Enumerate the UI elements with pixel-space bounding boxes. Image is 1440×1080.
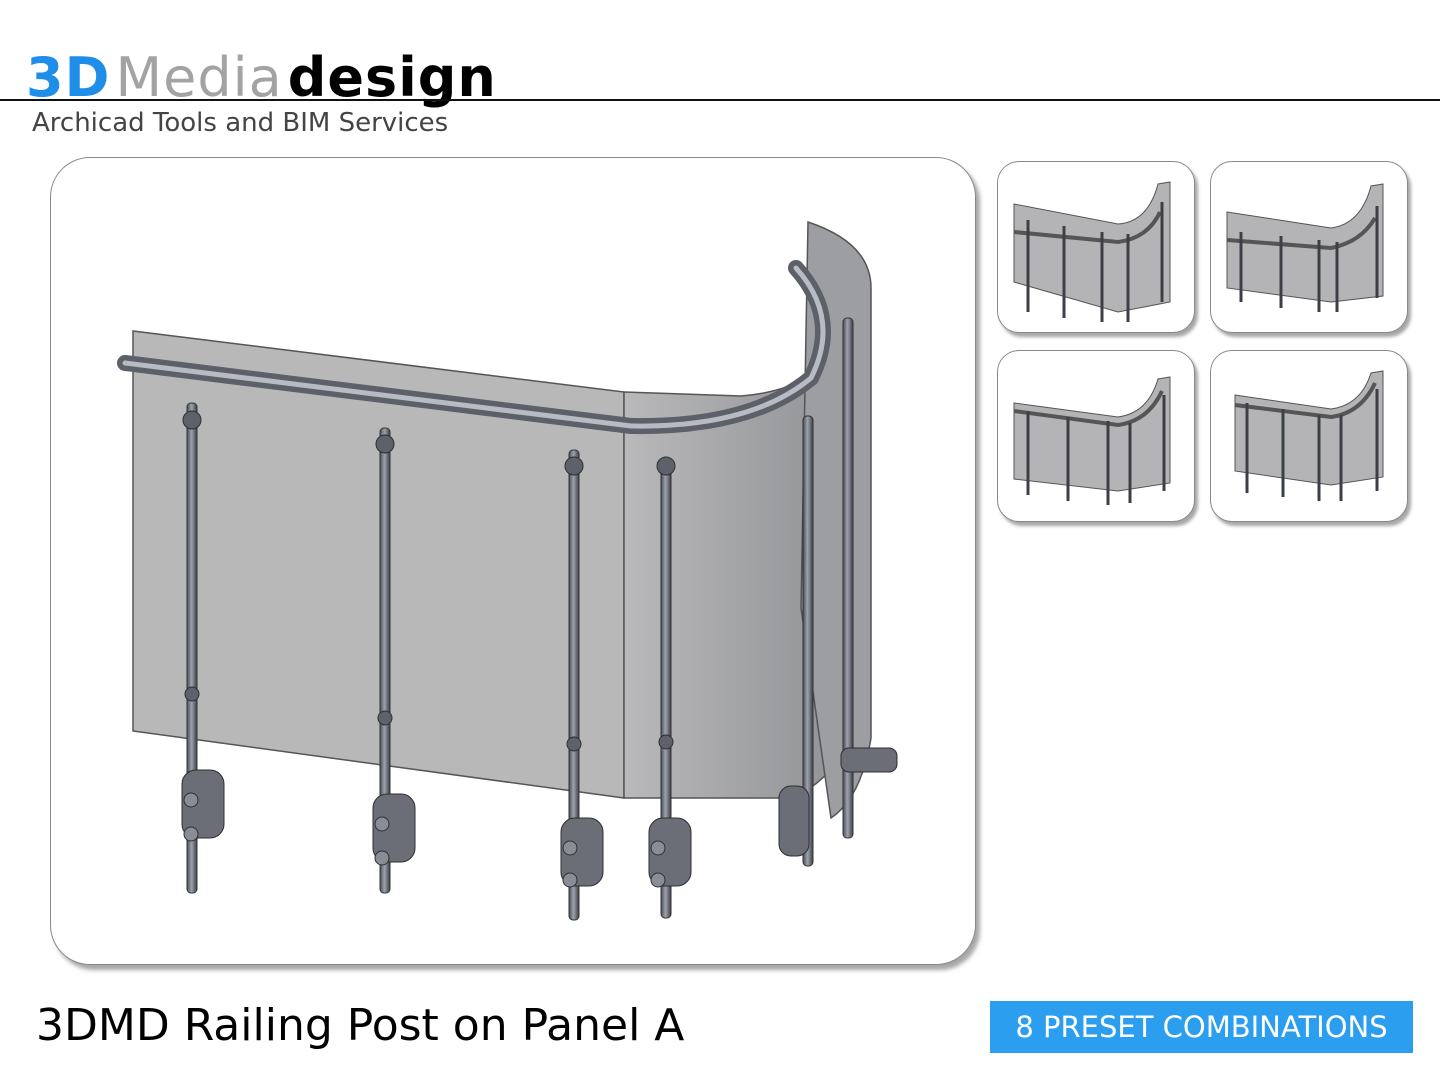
logo-design: design [287, 46, 497, 109]
header-divider [0, 99, 1440, 101]
railing-render-image [117, 220, 898, 921]
logo-3d: 3D [26, 46, 111, 109]
product-title: 3DMD Railing Post on Panel A [36, 1000, 685, 1051]
preview-thumbnail-4[interactable] [1210, 350, 1408, 522]
railing-preview-2-icon [1226, 183, 1384, 312]
preview-thumbnail-3[interactable] [997, 350, 1195, 522]
tagline: Archicad Tools and BIM Services [32, 108, 449, 138]
railing-preview-1-icon [1013, 181, 1171, 322]
preview-thumbnail-1[interactable] [997, 161, 1195, 333]
railing-preview-3-icon [1013, 376, 1171, 505]
main-render-frame [50, 157, 976, 965]
preview-thumbnail-2[interactable] [1210, 161, 1408, 333]
railing-preview-4-icon [1234, 370, 1384, 501]
logo-media: Media [115, 46, 283, 109]
preset-combinations-badge: 8 PRESET COMBINATIONS [990, 1001, 1413, 1053]
brand-logo: 3D Media design [26, 46, 497, 110]
